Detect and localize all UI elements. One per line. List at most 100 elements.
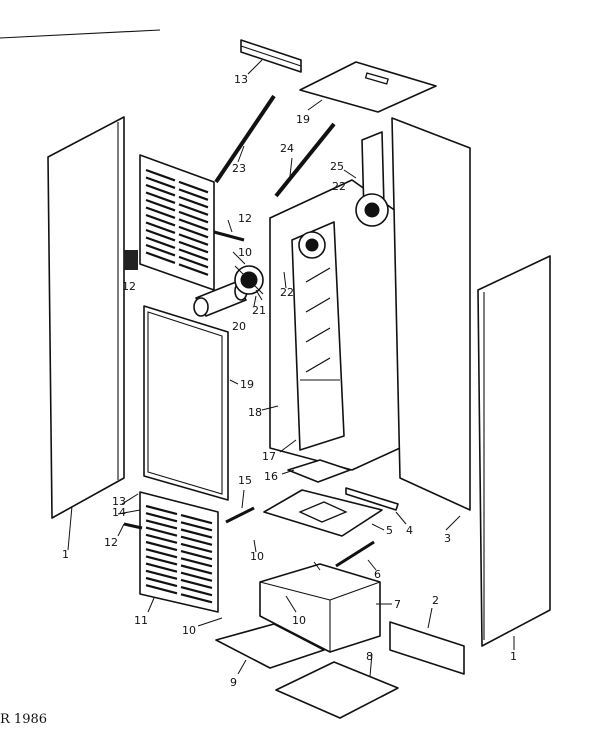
louver-slat xyxy=(145,512,178,523)
louver-slat xyxy=(180,578,213,590)
part-12-left-bracket xyxy=(124,250,138,270)
footer-caption: R 1986 xyxy=(0,712,48,727)
part-6-rod xyxy=(335,540,375,568)
label-15: 15 xyxy=(238,474,252,487)
part-4-strip xyxy=(345,487,399,511)
louver-slat xyxy=(180,514,213,525)
part-10-burner-head xyxy=(298,231,326,259)
part-8-floor-plate xyxy=(275,661,399,719)
label-11: 11 xyxy=(134,614,148,627)
part-21-burner-disc xyxy=(234,265,264,295)
label-6: 6 xyxy=(374,568,381,581)
label-22-right: 22 xyxy=(332,180,346,193)
louver-slat xyxy=(178,180,209,194)
part-1-left-side-panel xyxy=(47,116,125,519)
label-20: 20 xyxy=(232,320,246,333)
louver-slat xyxy=(178,240,209,254)
louver-slat xyxy=(145,198,176,212)
louver-slat xyxy=(145,533,178,544)
louver-slat xyxy=(145,569,178,580)
label-12-side: 12 xyxy=(122,280,136,293)
louver-slat xyxy=(145,236,176,249)
label-23: 23 xyxy=(232,162,246,175)
louver-slat xyxy=(180,593,213,604)
louver-slat xyxy=(145,251,176,264)
louver-slat xyxy=(178,248,209,261)
label-17: 17 xyxy=(262,450,276,463)
louver-slat xyxy=(145,221,176,234)
louver-slat xyxy=(145,540,178,552)
part-12-door-bracket xyxy=(213,230,245,242)
part-2-angle-bracket xyxy=(389,621,465,675)
label-26: 19 xyxy=(296,113,310,126)
part-5-base-plate xyxy=(263,489,383,537)
louver-slat xyxy=(145,228,176,242)
part-27-top-bar xyxy=(240,39,302,73)
louver-slat xyxy=(145,243,176,257)
label-1-left: 1 xyxy=(62,548,69,561)
louver-slat xyxy=(180,571,213,582)
label-21: 21 xyxy=(252,304,266,317)
part-15-rod xyxy=(225,506,255,524)
part-1-right-side-panel xyxy=(477,255,551,647)
louver-slat xyxy=(145,576,178,588)
part-labels: 13 19 23 24 25 12 22 10 12 22 21 20 19 1… xyxy=(62,73,517,689)
label-10-lower: 10 xyxy=(182,624,196,637)
louver-slat xyxy=(180,542,213,554)
part-23-rod xyxy=(214,94,276,184)
part-14-access-panel xyxy=(143,305,229,501)
louver-slat xyxy=(180,550,213,561)
label-18: 18 xyxy=(248,406,262,419)
louver-slat xyxy=(180,586,213,597)
louver-slat xyxy=(178,210,209,224)
louver-slat xyxy=(180,528,213,539)
label-8: 8 xyxy=(366,650,373,663)
label-16: 16 xyxy=(264,470,278,483)
label-19: 19 xyxy=(240,378,254,391)
louver-slat xyxy=(178,233,209,246)
label-5: 5 xyxy=(386,524,393,537)
louver-slat xyxy=(178,255,209,269)
label-9: 9 xyxy=(230,676,237,689)
label-27: 13 xyxy=(234,73,248,86)
upper-louvered-door xyxy=(139,154,215,291)
part-11-lower-louvered-door xyxy=(139,491,219,613)
louver-slat xyxy=(180,557,213,568)
louver-slat xyxy=(145,519,178,530)
part-26-top-panel xyxy=(299,61,437,113)
label-10-upper: 10 xyxy=(238,246,252,259)
label-24: 24 xyxy=(280,142,294,155)
label-1-right: 1 xyxy=(510,650,517,663)
part-12-lower-bracket xyxy=(123,522,143,530)
louver-slat xyxy=(178,263,209,276)
louver-slat xyxy=(145,176,176,189)
louver-slat xyxy=(145,555,178,566)
louver-slat xyxy=(145,191,176,204)
part-16-gasket xyxy=(287,459,351,483)
louver-slat xyxy=(145,584,178,595)
label-7: 7 xyxy=(394,598,401,611)
leader-lines xyxy=(67,59,515,677)
louver-slat xyxy=(145,562,178,573)
label-22-left: 22 xyxy=(280,286,294,299)
part-25-flue-fan xyxy=(355,131,389,227)
louver-slat xyxy=(178,225,209,239)
part-7-drip-box xyxy=(259,563,381,653)
louver-slat xyxy=(145,548,178,559)
label-25: 25 xyxy=(330,160,344,173)
louver-slat xyxy=(145,168,176,182)
label-3: 3 xyxy=(444,532,451,545)
part-3-right-back-panel xyxy=(391,117,471,511)
louver-slat xyxy=(180,521,213,532)
part-20-cylinder xyxy=(193,281,248,317)
louver-slat xyxy=(178,188,209,201)
louver-slat xyxy=(145,183,176,197)
label-14: 14 xyxy=(112,506,126,519)
louver-slat xyxy=(145,206,176,219)
louver-slat xyxy=(180,535,213,546)
louver-slat xyxy=(178,218,209,231)
top-rule-line xyxy=(0,29,161,39)
label-12-lower: 12 xyxy=(104,536,118,549)
label-10-box: 10 xyxy=(292,614,306,627)
